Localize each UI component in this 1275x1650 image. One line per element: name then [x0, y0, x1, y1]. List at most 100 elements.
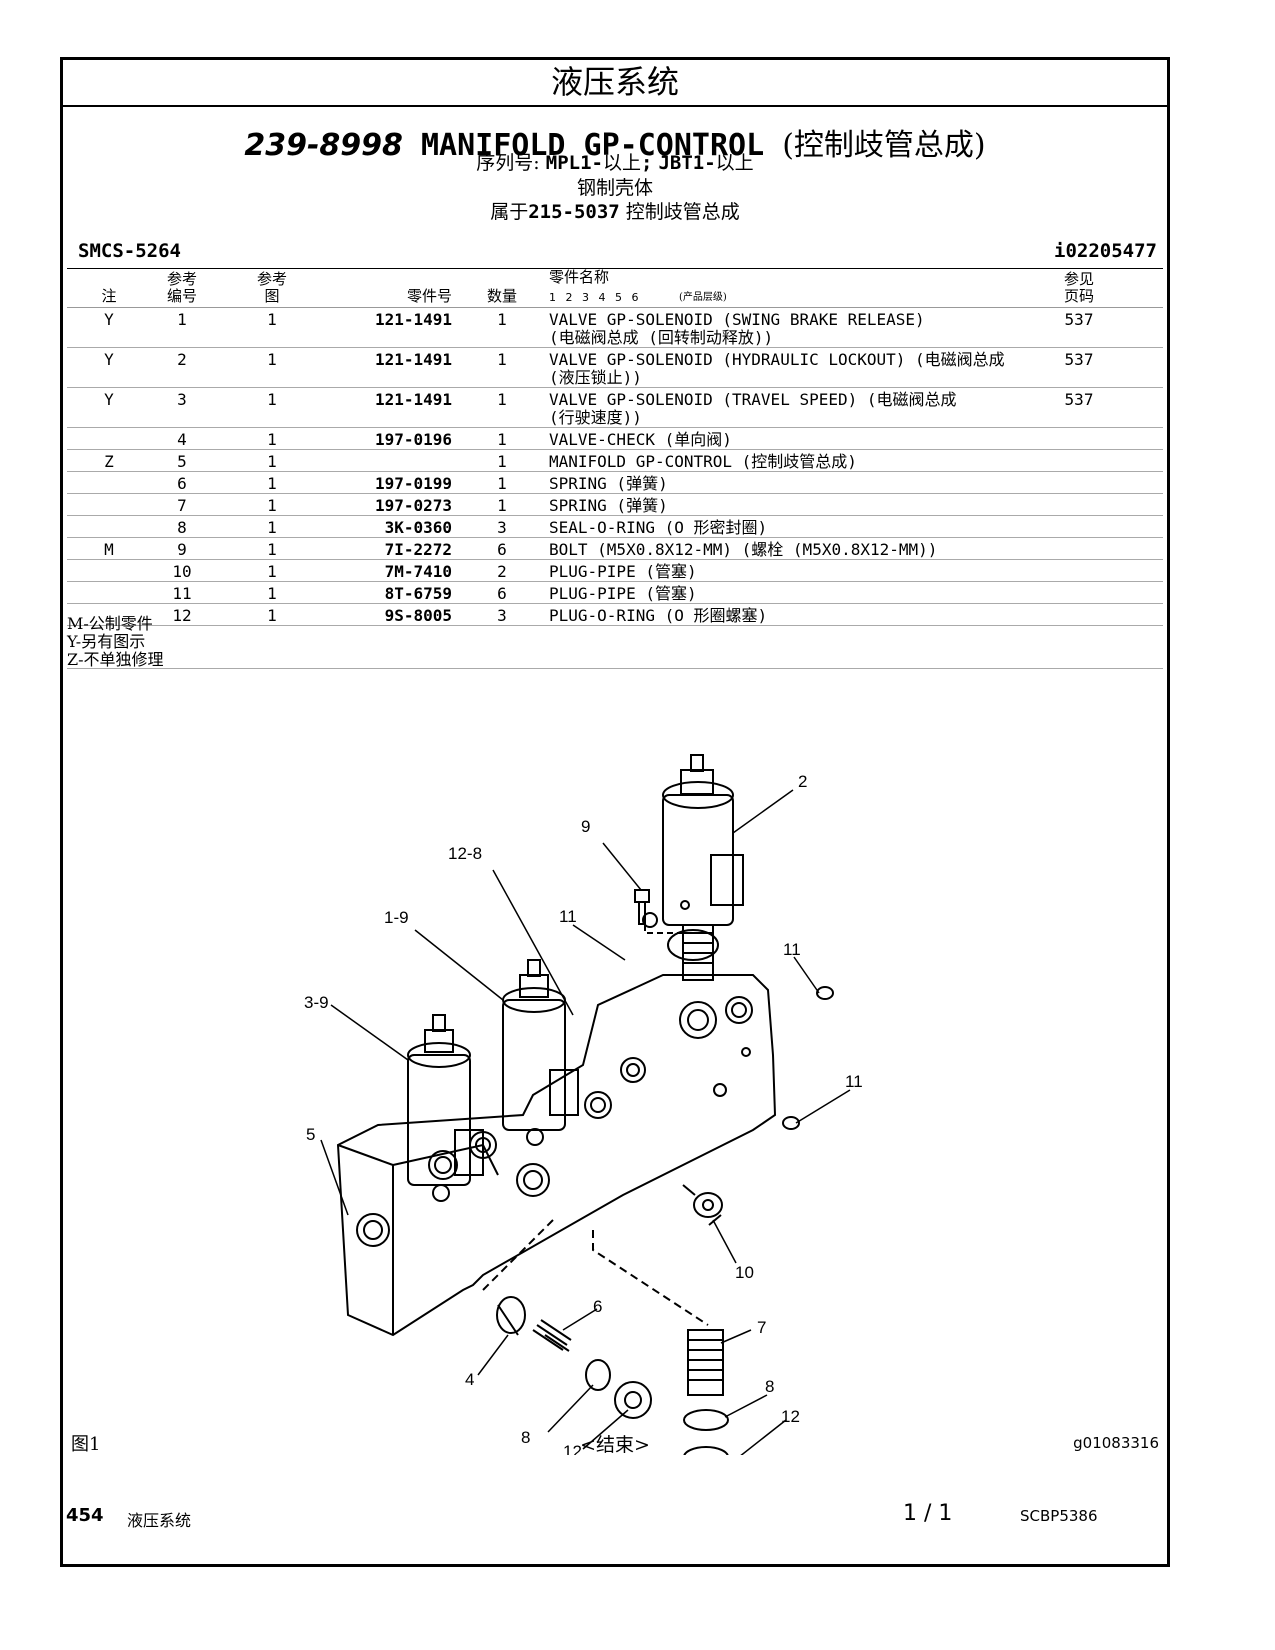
item-number-cell: 5 — [177, 452, 187, 471]
callout-label: 3-9 — [304, 993, 329, 1012]
quantity-cell: 2 — [497, 562, 507, 581]
solenoid-valve-top — [662, 754, 744, 981]
callout-label: 11 — [783, 940, 801, 959]
belongs-line: 属于215-5037 控制歧管总成 — [490, 201, 740, 223]
leader-lines — [320, 789, 851, 1455]
item-number-cell: 1 — [177, 310, 187, 329]
section-title: 液压系统 — [63, 60, 1167, 107]
part-number-cell: 197-0273 — [374, 496, 452, 515]
title-name: MANIFOLD GP-CONTROL — [420, 128, 765, 163]
quantity-cell: 1 — [497, 310, 507, 329]
description-cell-line2: (液压锁止)) — [549, 368, 642, 387]
item-number-cell: 9 — [177, 540, 187, 559]
callout-label: 11 — [845, 1072, 863, 1091]
item-number-cell: 7 — [177, 496, 187, 515]
quantity-cell: 3 — [497, 518, 507, 537]
part-number-cell: 121-1491 — [374, 350, 452, 369]
legend-item: Z-不单独修理 — [67, 650, 164, 669]
spring-stack — [592, 1230, 729, 1455]
callout-label: 5 — [306, 1125, 315, 1144]
part-number-cell: 121-1491 — [374, 310, 452, 329]
legend-item: Y-另有图示 — [67, 632, 146, 651]
solenoid-valve-left — [407, 1014, 484, 1202]
part-number-cell: 3K-0360 — [384, 518, 452, 537]
quantity-cell: 1 — [497, 390, 507, 409]
page-ref-cell: 537 — [1064, 390, 1094, 409]
callout-label: 7 — [757, 1318, 766, 1337]
page-ref-cell: 537 — [1064, 310, 1094, 329]
pipe-plug-large — [682, 1184, 723, 1226]
footer-doc-number: SCBP5386 — [1020, 1507, 1098, 1525]
callout-label: 11 — [559, 907, 577, 926]
quantity-cell: 1 — [497, 496, 507, 515]
figure-cell: 1 — [267, 584, 277, 603]
item-number-cell: 4 — [177, 430, 187, 449]
callout-label: 10 — [735, 1263, 754, 1282]
description-cell: BOLT (M5X0.8X12-MM) (螺栓 (M5X0.8X12-MM)) — [549, 540, 938, 559]
table-row: 8 1 3K-0360 3 SEAL-O-RING (O 形密封圈) — [67, 516, 1163, 538]
part-number-cell: 7M-7410 — [384, 562, 452, 581]
item-number-cell: 12 — [172, 606, 192, 625]
figure-cell: 1 — [267, 310, 277, 329]
description-cell: VALVE GP-SOLENOID (TRAVEL SPEED) (电磁阀总成 — [549, 390, 957, 409]
callout-label: 9 — [581, 817, 590, 836]
footer-page-of: 1 / 1 — [903, 1501, 953, 1526]
callout-label: 2 — [798, 772, 807, 791]
figure-cell: 1 — [267, 518, 277, 537]
legend-divider — [67, 668, 1163, 669]
page-frame: 液压系统 239-8998 MANIFOLD GP-CONTROL (控制歧管总… — [60, 57, 1170, 1567]
description-cell-line2: (行驶速度)) — [549, 408, 642, 427]
figure-cell: 1 — [267, 350, 277, 369]
footer-section: 液压系统 — [127, 1511, 192, 1530]
parts-table: 注 参考 编号 参考 图 零件号 数量 零件名称 1 2 3 4 5 6 (产品… — [67, 268, 1163, 626]
item-number-cell: 2 — [177, 350, 187, 369]
figure-cell: 1 — [267, 390, 277, 409]
quantity-cell: 1 — [497, 350, 507, 369]
callout-label: 4 — [465, 1370, 474, 1389]
description-cell: SPRING (弹簧) — [549, 474, 668, 493]
title-name-cn: (控制歧管总成) — [782, 128, 986, 163]
quantity-cell: 1 — [497, 452, 507, 471]
part-number-cell: 197-0196 — [374, 430, 452, 449]
solenoid-valve-middle — [502, 959, 579, 1146]
note-cell: Y — [104, 390, 114, 409]
figure-cell: 1 — [267, 452, 277, 471]
description-cell: PLUG-PIPE (管塞) — [549, 562, 697, 581]
figure-label: 图1 — [71, 1434, 101, 1455]
description-cell: SEAL-O-RING (O 形密封圈) — [549, 518, 768, 537]
description-cell: VALVE-CHECK (单向阀) — [549, 430, 732, 449]
smcs-code: SMCS-5264 — [78, 240, 181, 262]
manifold-body — [336, 900, 777, 1337]
item-number-cell: 8 — [177, 518, 187, 537]
callout-label: 12-8 — [448, 844, 482, 863]
graphic-number: g01083316 — [1073, 1434, 1159, 1452]
end-label: <结束> — [580, 1434, 650, 1456]
description-cell-line2: (电磁阀总成 (回转制动释放)) — [549, 328, 774, 347]
bolt — [634, 889, 688, 934]
check-valve-stack — [482, 1219, 652, 1419]
figure-cell: 1 — [267, 540, 277, 559]
quantity-cell: 6 — [497, 584, 507, 603]
callout-label: 1-9 — [384, 908, 409, 927]
main-title: 239-8998 MANIFOLD GP-CONTROL (控制歧管总成) — [63, 120, 1167, 164]
exploded-view-drawing: 2 9 12-8 1-9 11 11 3-9 11 5 10 6 7 4 8 8… — [304, 754, 863, 1455]
note-cell: Y — [104, 310, 114, 329]
part-number-cell: 8T-6759 — [384, 584, 452, 603]
callout-label: 8 — [521, 1428, 530, 1447]
part-number-cell: 7I-2272 — [384, 540, 452, 559]
description-cell: MANIFOLD GP-CONTROL (控制歧管总成) — [549, 452, 857, 471]
callout-label: 8 — [765, 1377, 774, 1396]
quantity-cell: 3 — [497, 606, 507, 625]
figure-cell: 1 — [267, 430, 277, 449]
figure-cell: 1 — [267, 474, 277, 493]
